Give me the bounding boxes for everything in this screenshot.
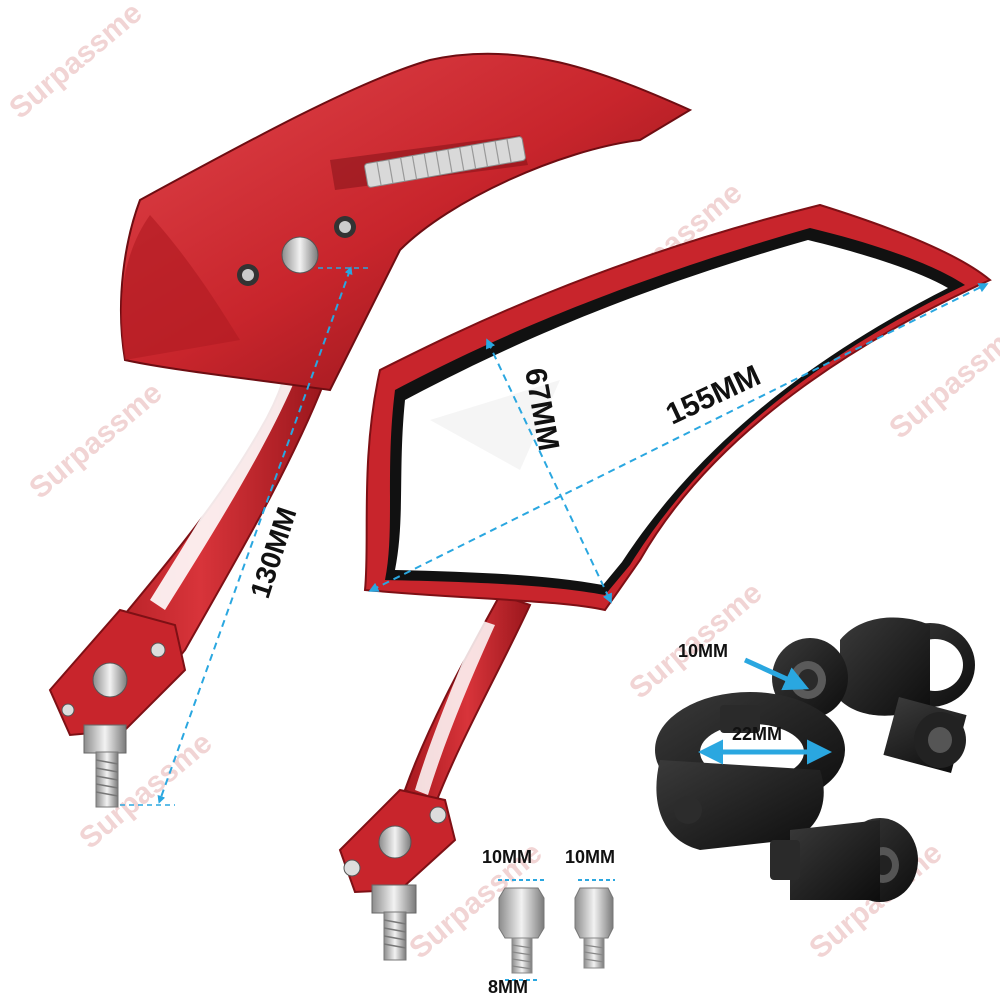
clamp-bore-label: 22MM xyxy=(732,724,782,744)
dimension-clamp-thread: 10MM xyxy=(678,641,810,691)
clamp-thread-label: 10MM xyxy=(678,641,728,661)
adapter-bottom-label: 8MM xyxy=(488,977,528,997)
adapter-left xyxy=(498,887,545,974)
dimension-clamp-bore: 22MM xyxy=(698,724,832,765)
watermark-text: Surpassme xyxy=(23,376,168,505)
led-strip xyxy=(364,136,526,188)
watermark-text: Surpassme xyxy=(883,316,1000,445)
adapter-right xyxy=(574,887,614,969)
adapter-left-top-label: 10MM xyxy=(482,847,532,867)
handlebar-clamps xyxy=(655,617,975,902)
thread-adapters: 10MM 10MM 8MM xyxy=(482,847,615,997)
adapter-right-top-label: 10MM xyxy=(565,847,615,867)
watermark-text: Surpassme xyxy=(3,0,148,125)
